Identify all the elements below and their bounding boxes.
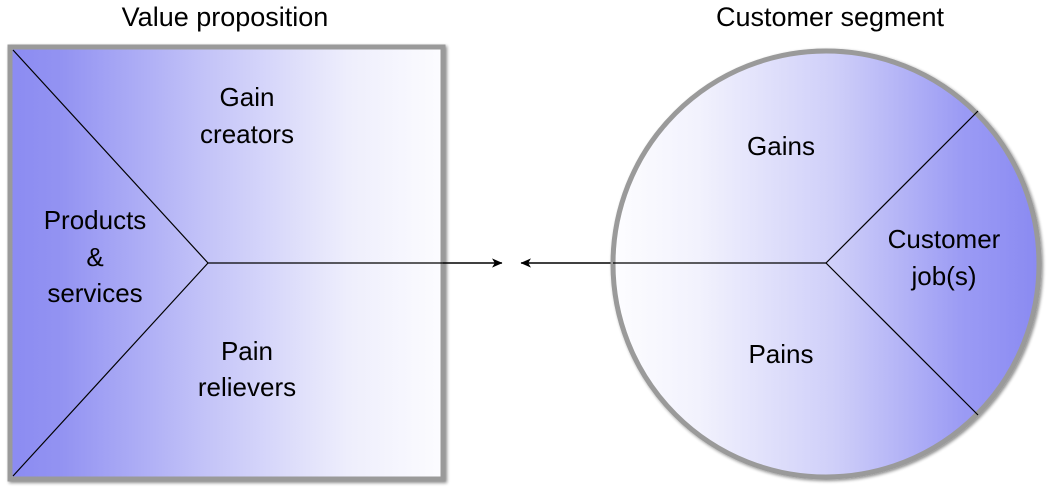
products-services-label-line1: Products <box>44 205 147 235</box>
customer-jobs-label-group: Customer job(s) <box>888 224 1001 291</box>
pains-label-group: Pains <box>748 339 813 369</box>
gain-creators-label-line1: Gain <box>220 82 275 112</box>
pain-relievers-label-line1: Pain <box>221 336 273 366</box>
pains-label: Pains <box>748 339 813 369</box>
divider-gain-creators <box>12 49 209 264</box>
customer-jobs-label-line1: Customer <box>888 224 1001 254</box>
customer-segment-title: Customer segment <box>716 2 945 32</box>
customer-jobs-label-line2: job(s) <box>910 261 976 291</box>
divider-pain-relievers <box>12 262 209 477</box>
pain-relievers-label-line2: relievers <box>198 372 296 402</box>
gain-creators-label-group: Gain creators <box>200 82 294 149</box>
value-proposition-shape[interactable] <box>7 44 446 482</box>
gains-label: Gains <box>747 131 815 161</box>
divider-gains-jobs <box>825 110 979 264</box>
value-proposition-title: Value proposition <box>122 2 329 32</box>
products-services-label-line2: & <box>86 242 103 272</box>
products-services-label-line3: services <box>47 278 142 308</box>
products-services-label-group: Products & services <box>44 205 147 308</box>
gains-label-group: Gains <box>747 131 815 161</box>
customer-segment-circle[interactable] <box>610 48 1042 480</box>
divider-pains-jobs <box>825 262 979 416</box>
gain-creators-label-line2: creators <box>200 119 294 149</box>
customer-segment-shape[interactable] <box>610 48 1042 480</box>
pain-relievers-label-group: Pain relievers <box>198 336 296 402</box>
